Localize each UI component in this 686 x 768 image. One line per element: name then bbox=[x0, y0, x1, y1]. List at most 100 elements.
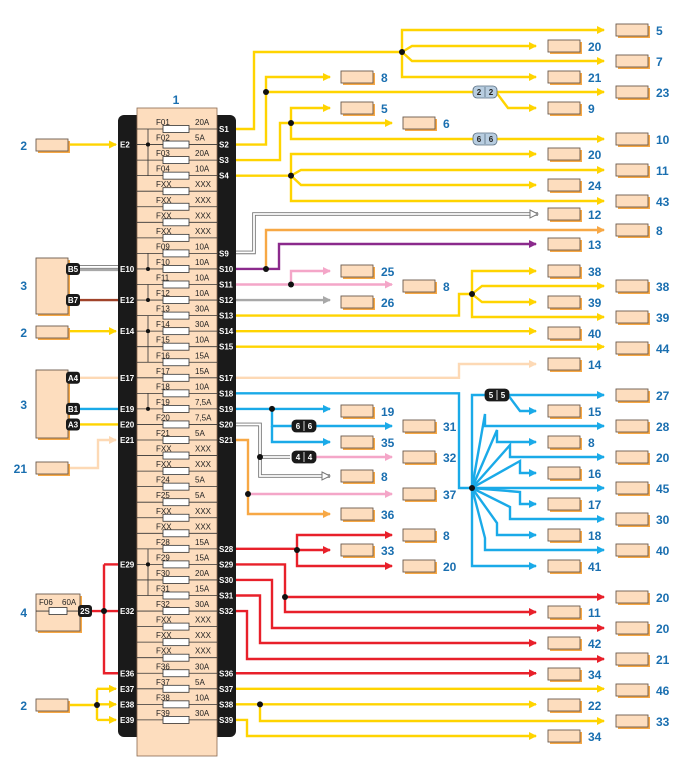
component-34[interactable]: 34 bbox=[547, 667, 602, 682]
component-5[interactable]: 5 bbox=[340, 101, 388, 116]
component-box[interactable] bbox=[615, 194, 649, 208]
component-box[interactable] bbox=[340, 101, 374, 115]
component-9[interactable]: 9 bbox=[547, 101, 595, 116]
component-32[interactable]: 32 bbox=[402, 450, 457, 465]
component-33[interactable]: 33 bbox=[615, 714, 670, 729]
component-box[interactable] bbox=[547, 101, 581, 115]
component-24[interactable]: 24 bbox=[547, 178, 602, 193]
component-6[interactable]: 6 bbox=[402, 116, 450, 131]
component-33[interactable]: 33 bbox=[340, 543, 395, 558]
component-20[interactable]: 20 bbox=[615, 450, 670, 465]
battery-supply-bottom[interactable] bbox=[35, 698, 69, 712]
component-16[interactable]: 16 bbox=[547, 466, 602, 481]
component-box[interactable] bbox=[615, 388, 649, 402]
component-box[interactable] bbox=[340, 295, 374, 309]
component-28[interactable]: 28 bbox=[615, 419, 670, 434]
component-box[interactable] bbox=[615, 279, 649, 293]
component-box[interactable] bbox=[547, 357, 581, 371]
component-21[interactable]: 21 bbox=[547, 70, 602, 85]
component-box[interactable] bbox=[547, 435, 581, 449]
component-box[interactable] bbox=[340, 70, 374, 84]
component-5[interactable]: 5 bbox=[615, 23, 663, 38]
component-14[interactable]: 14 bbox=[547, 357, 602, 372]
component-11[interactable]: 11 bbox=[615, 163, 669, 178]
component-box[interactable] bbox=[615, 714, 649, 728]
component-box[interactable] bbox=[402, 419, 436, 433]
component-17[interactable]: 17 bbox=[547, 497, 602, 512]
component-box[interactable] bbox=[615, 621, 649, 635]
component-box[interactable] bbox=[547, 70, 581, 84]
component-31[interactable]: 31 bbox=[402, 419, 457, 434]
component-box[interactable] bbox=[547, 178, 581, 192]
component-box[interactable] bbox=[402, 487, 436, 501]
component-box[interactable] bbox=[547, 605, 581, 619]
component-box[interactable] bbox=[547, 497, 581, 511]
component-box[interactable] bbox=[547, 466, 581, 480]
component-40[interactable]: 40 bbox=[547, 326, 602, 341]
component-box[interactable] bbox=[615, 163, 649, 177]
module-3-lower[interactable] bbox=[35, 369, 69, 439]
component-45[interactable]: 45 bbox=[615, 481, 670, 496]
component-27[interactable]: 27 bbox=[615, 388, 670, 403]
component-box[interactable] bbox=[547, 404, 581, 418]
component-18[interactable]: 18 bbox=[547, 528, 602, 543]
component-box[interactable] bbox=[547, 147, 581, 161]
component-box[interactable] bbox=[402, 450, 436, 464]
component-box[interactable] bbox=[615, 419, 649, 433]
component-box[interactable] bbox=[615, 310, 649, 324]
component-8[interactable]: 8 bbox=[402, 279, 450, 294]
component-19[interactable]: 19 bbox=[340, 404, 395, 419]
component-box[interactable] bbox=[547, 264, 581, 278]
component-8[interactable]: 8 bbox=[615, 223, 663, 238]
component-20[interactable]: 20 bbox=[615, 590, 670, 605]
component-box[interactable] bbox=[547, 667, 581, 681]
component-30[interactable]: 30 bbox=[615, 512, 670, 527]
component-box[interactable] bbox=[615, 652, 649, 666]
module-3-upper[interactable] bbox=[35, 257, 69, 315]
component-40[interactable]: 40 bbox=[615, 543, 670, 558]
component-12[interactable]: 12 bbox=[547, 207, 602, 222]
component-37[interactable]: 37 bbox=[402, 487, 457, 502]
component-41[interactable]: 41 bbox=[547, 559, 602, 574]
component-7[interactable]: 7 bbox=[615, 54, 663, 69]
component-23[interactable]: 23 bbox=[615, 85, 670, 100]
component-box[interactable] bbox=[547, 698, 581, 712]
component-36[interactable]: 36 bbox=[340, 507, 395, 522]
component-box[interactable] bbox=[615, 223, 649, 237]
component-box[interactable] bbox=[340, 404, 374, 418]
component-box[interactable] bbox=[402, 528, 436, 542]
component-21[interactable] bbox=[35, 461, 69, 475]
component-box[interactable] bbox=[615, 23, 649, 37]
component-box[interactable] bbox=[402, 116, 436, 130]
component-44[interactable]: 44 bbox=[615, 341, 670, 356]
component-38[interactable]: 38 bbox=[615, 279, 670, 294]
component-box[interactable] bbox=[547, 528, 581, 542]
component-46[interactable]: 46 bbox=[615, 683, 670, 698]
component-box[interactable] bbox=[402, 559, 436, 573]
component-22[interactable]: 22 bbox=[547, 698, 602, 713]
component-26[interactable]: 26 bbox=[340, 295, 395, 310]
component-box[interactable] bbox=[615, 590, 649, 604]
component-34[interactable]: 34 bbox=[547, 729, 602, 744]
